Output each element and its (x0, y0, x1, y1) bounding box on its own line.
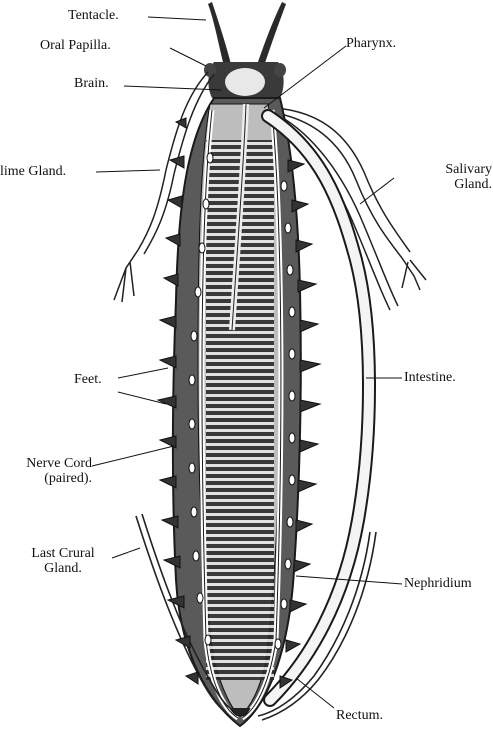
label-pharynx: Pharynx. (346, 36, 397, 51)
label-rectum: Rectum. (336, 708, 384, 723)
label-last-crural-line2: Gland. (44, 561, 82, 576)
head (204, 62, 286, 98)
label-salivary-gland: Salivary Gland. (400, 162, 492, 192)
label-last-crural-line1: Last Crural (31, 546, 95, 561)
last-crural-glands (135, 513, 377, 721)
rectum (229, 707, 251, 717)
label-tentacle: Tentacle. (68, 8, 119, 23)
label-feet: Feet. (74, 372, 102, 387)
label-intestine: Intestine. (404, 370, 456, 385)
label-salivary-line1: Salivary (445, 162, 492, 177)
label-oral-papilla: Oral Papilla. (40, 38, 111, 53)
label-last-crural-gland: Last Crural Gland. (14, 546, 112, 576)
label-nerve-cord: Nerve Cord (paired). (0, 456, 92, 486)
label-salivary-line2: Gland. (454, 177, 492, 192)
label-brain: Brain. (74, 76, 109, 91)
slime-gland-left (113, 71, 215, 303)
tentacles (208, 2, 286, 68)
feet-right (279, 159, 322, 689)
intestine (261, 109, 376, 707)
label-nephridium: Nephridium (404, 576, 472, 591)
oral-papilla-right (274, 63, 286, 77)
brain-mass (225, 68, 265, 96)
label-nerve-cord-line2: (paired). (44, 471, 92, 486)
nephridia (188, 152, 296, 650)
label-nerve-cord-line1: Nerve Cord (26, 456, 92, 471)
leader-lines (91, 16, 403, 709)
label-slime-gland: lime Gland. (0, 164, 67, 179)
feet-left (156, 117, 199, 685)
